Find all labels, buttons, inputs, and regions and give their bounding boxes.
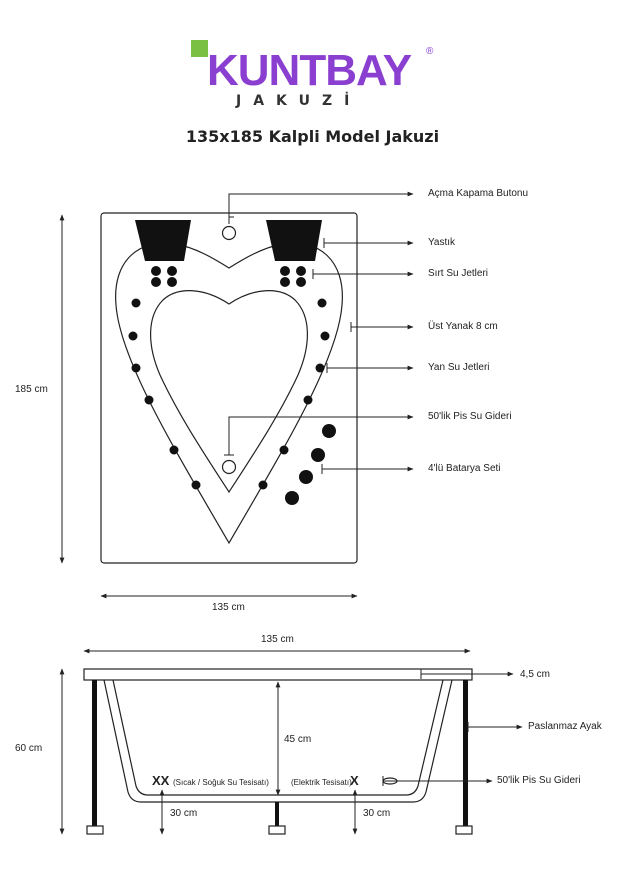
label-battery-set: 4'lü Batarya Seti	[428, 463, 501, 474]
label-drain: 50'lik Pis Su Gideri	[428, 411, 512, 422]
label-height-185: 185 cm	[15, 384, 48, 395]
label-side-height: 60 cm	[15, 743, 43, 754]
label-side-width: 135 cm	[261, 634, 294, 645]
brand-name: KUNTBAY	[207, 46, 412, 95]
label-leg: Paslanmaz Ayak	[528, 721, 602, 732]
tub-outline-top	[100, 212, 358, 564]
label-depth: 45 cm	[284, 734, 312, 745]
drain-top	[221, 459, 237, 475]
brand-subtitle: JAKUZİ	[236, 93, 362, 109]
label-width-135: 135 cm	[212, 602, 245, 613]
label-left-offset: 30 cm	[170, 808, 198, 819]
label-power-button: Açma Kapama Butonu	[428, 188, 529, 199]
leg-foot-right	[455, 825, 473, 835]
brand-logo: KUNTBAY ® JAKUZİ	[0, 0, 625, 120]
leg-foot-mid	[268, 825, 286, 835]
callout-drain-line	[228, 414, 414, 455]
label-rim: 4,5 cm	[520, 669, 551, 680]
label-side-jets: Yan Su Jetleri	[428, 362, 490, 373]
battery-set	[285, 424, 336, 505]
back-jets-right	[280, 266, 306, 287]
label-right-offset: 30 cm	[363, 808, 391, 819]
label-upper-cheek: Üst Yanak 8 cm	[428, 321, 498, 332]
side-jets	[128, 298, 330, 490]
electric-mark: X	[350, 773, 359, 788]
page-title: 135x185 Kalpli Model Jakuzi	[185, 127, 440, 146]
pillow-left	[135, 220, 191, 261]
logo-square	[191, 40, 208, 57]
label-electric-installation: (Elektrik Tesisatı)	[291, 778, 352, 787]
label-drain-side: 50'lik Pis Su Gideri	[497, 775, 581, 786]
leg-foot-left	[86, 825, 104, 835]
registered-mark: ®	[426, 46, 434, 57]
power-button	[221, 225, 237, 241]
tub-rim	[83, 668, 473, 681]
label-pillow: Yastık	[428, 237, 456, 248]
label-back-jets: Sırt Su Jetleri	[428, 268, 489, 279]
pillow-right	[266, 220, 322, 261]
label-water-installation: (Sıcak / Soğuk Su Tesisatı)	[173, 778, 269, 787]
water-mark: XX	[152, 773, 170, 788]
stainless-legs	[92, 680, 468, 826]
back-jets-left	[151, 266, 177, 287]
inner-heart	[150, 290, 308, 494]
outer-heart	[115, 242, 343, 545]
callout-power-line	[228, 191, 414, 224]
